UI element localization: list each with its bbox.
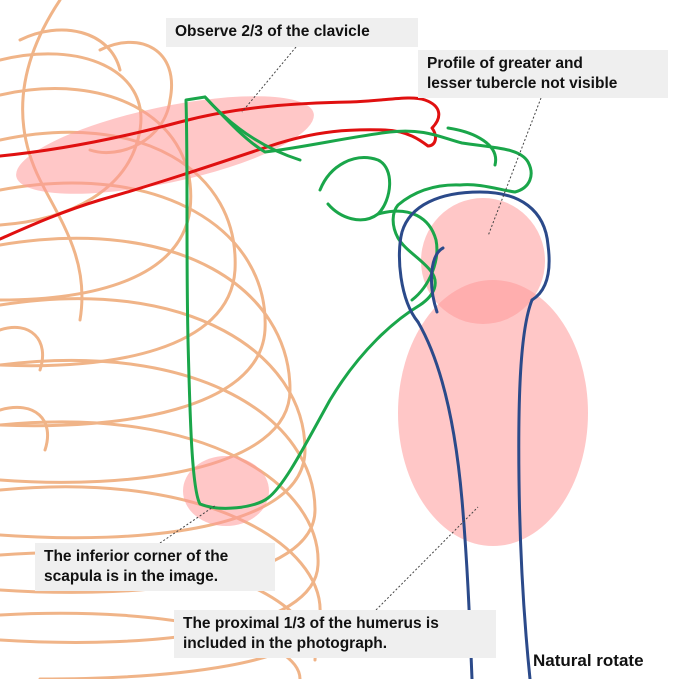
leader-humerus <box>375 506 479 611</box>
humerus-shaft-lateral <box>517 298 534 681</box>
rib-6 <box>0 297 307 540</box>
leader-scapula <box>159 504 217 544</box>
scapular-spine <box>203 95 302 162</box>
scapula-outline <box>184 95 533 510</box>
glenoid-fossa <box>376 209 439 302</box>
annotation-scapula: The inferior corner of the scapula is in… <box>35 543 275 591</box>
position-label: Natural rotate <box>533 651 644 670</box>
leader-tubercle <box>487 97 542 237</box>
coracoid-process <box>318 156 392 222</box>
scapula-corner-highlight <box>183 456 269 526</box>
annotation-tubercle: Profile of greater and lesser tubercle n… <box>418 50 668 98</box>
annotation-humerus: The proximal 1/3 of the humerus is inclu… <box>174 610 496 658</box>
humerus-head <box>397 190 551 324</box>
rib-spine-1 <box>0 325 45 372</box>
highlight-regions <box>16 96 588 546</box>
humerus-inner-line <box>430 246 445 314</box>
acromion <box>446 126 498 167</box>
humerus-highlight <box>398 280 588 546</box>
rib-8 <box>0 420 320 644</box>
rib-spine-2 <box>0 405 50 452</box>
rib-top-arc-2 <box>18 28 122 72</box>
clavicle-outline <box>0 96 441 241</box>
leader-lines <box>159 46 542 611</box>
annotation-clavicle: Observe 2/3 of the clavicle <box>166 18 418 47</box>
clavicle-highlight <box>16 96 314 194</box>
scapula <box>184 95 533 510</box>
